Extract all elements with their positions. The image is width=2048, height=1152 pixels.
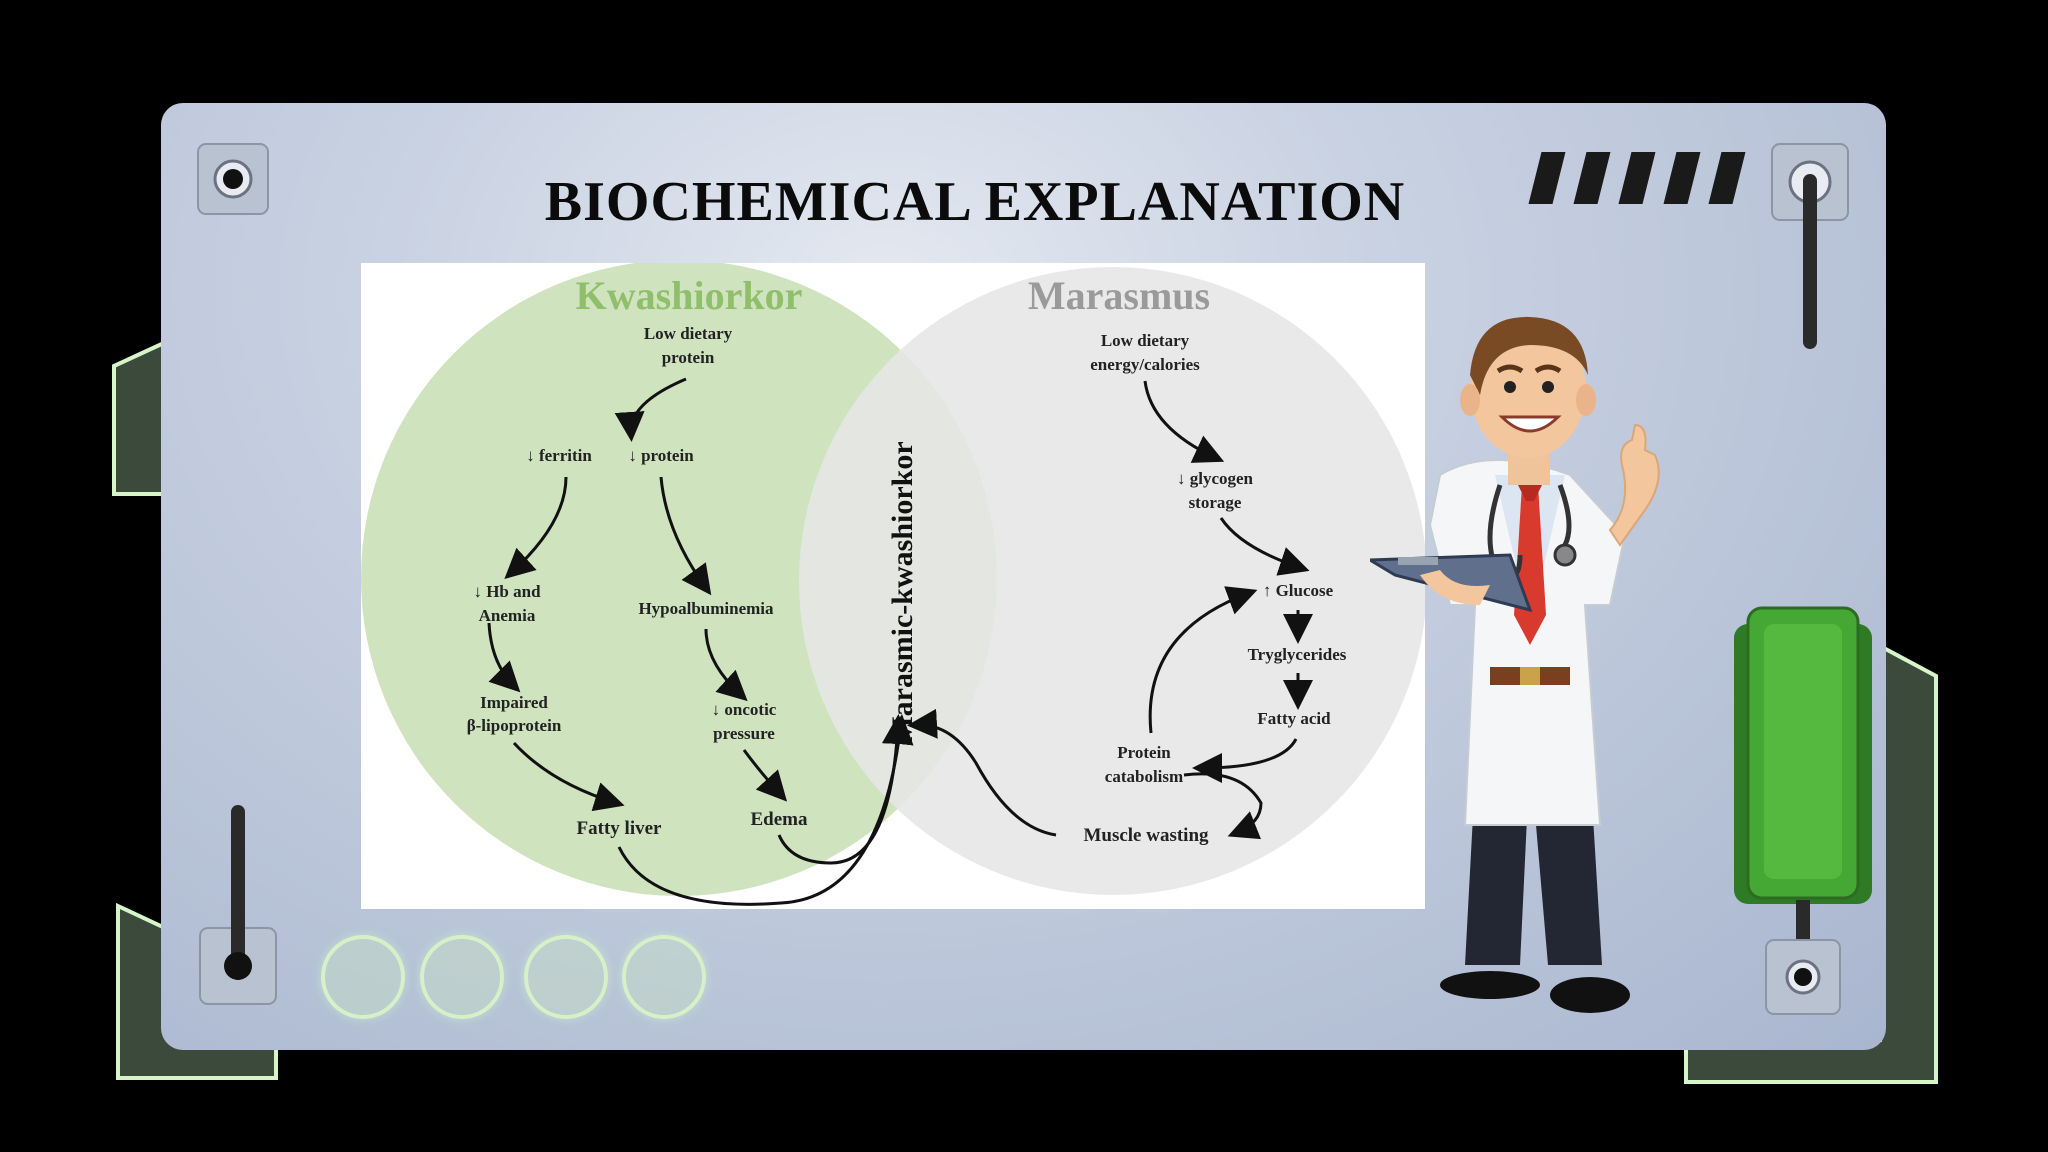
node-protein-catabolism: catabolism [1105, 767, 1183, 786]
venn-diagram: Kwashiorkor Marasmus Marasmic-kwashiorko… [361, 263, 1425, 909]
node-protein: ↓ protein [628, 446, 694, 465]
node-muscle-wasting: Muscle wasting [1083, 825, 1209, 846]
node-low-energy: energy/calories [1090, 355, 1200, 374]
node-impaired-lipoprotein: Impaired [480, 693, 548, 712]
node-fatty-acid: Fatty acid [1257, 709, 1331, 728]
node-glycogen: ↓ glycogen [1177, 469, 1254, 488]
node-protein-catabolism: Protein [1117, 743, 1171, 762]
kwashiorkor-circle [361, 263, 997, 896]
marasmic-kwashiorkor-label: Marasmic-kwashiorkor [886, 441, 919, 744]
flow-arrows [487, 377, 1313, 906]
node-glycogen: storage [1189, 493, 1242, 512]
doctor-illustration [1370, 316, 1660, 1013]
node-low-protein: protein [662, 348, 715, 367]
marasmus-title: Marasmus [1028, 273, 1210, 318]
node-low-protein: Low dietary [644, 324, 733, 343]
screw-icon-top-right [1771, 143, 1849, 349]
node-edema: Edema [751, 809, 809, 830]
node-oncotic-pressure: pressure [713, 724, 775, 743]
node-fatty-liver: Fatty liver [577, 818, 663, 839]
node-glucose: ↑ Glucose [1263, 581, 1334, 600]
lever-icon-bottom-left [199, 805, 277, 1005]
node-low-energy: Low dietary [1101, 331, 1190, 350]
node-oncotic-pressure: ↓ oncotic [712, 700, 777, 719]
node-hypoalbuminemia: Hypoalbuminemia [638, 599, 774, 618]
node-impaired-lipoprotein: β-lipoprotein [467, 716, 562, 735]
kwashiorkor-title: Kwashiorkor [576, 273, 803, 318]
screw-icon-top-left [197, 143, 269, 215]
node-tryglycerides: Tryglycerides [1248, 645, 1347, 664]
decor-circle [524, 935, 608, 1019]
decor-circle [321, 935, 405, 1019]
node-hb-anemia: Anemia [479, 606, 536, 625]
node-ferritin: ↓ ferritin [526, 446, 592, 465]
green-switch-icon [1734, 606, 1872, 1015]
decor-circle [420, 935, 504, 1019]
decor-circle [622, 935, 706, 1019]
slide-title: BIOCHEMICAL EXPLANATION [544, 171, 1406, 233]
node-hb-anemia: ↓ Hb and [473, 582, 541, 601]
